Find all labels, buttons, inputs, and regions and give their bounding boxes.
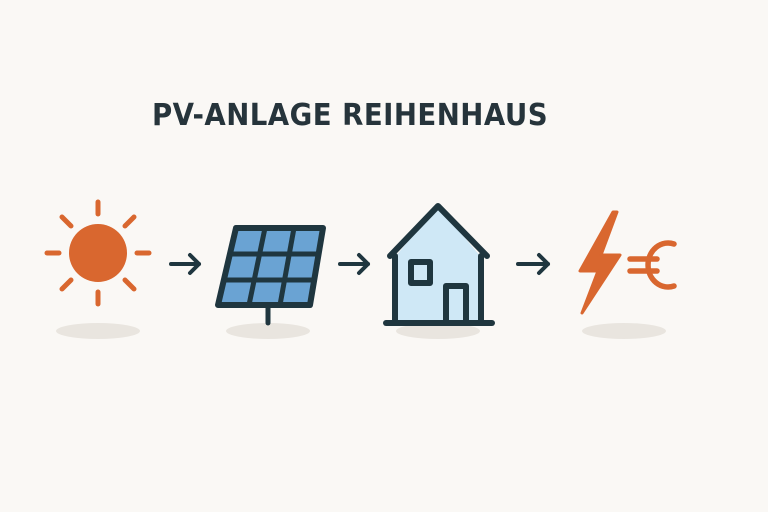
panel-shadow (226, 323, 310, 339)
arrow-icon (169, 253, 201, 275)
house-shadow (396, 323, 480, 339)
arrow-icon (338, 253, 370, 275)
arrow-icon (516, 253, 550, 275)
energy-shadow (582, 323, 666, 339)
lightning-euro-icon (578, 210, 677, 315)
sun-shadow (56, 323, 140, 339)
sun-icon (44, 199, 152, 307)
euro-icon (627, 240, 677, 290)
lightning-icon (578, 210, 622, 315)
solar-panel-icon (215, 225, 326, 326)
page-title: PV-ANLAGE REIHENHAUS (151, 98, 549, 133)
house-icon (383, 203, 495, 326)
